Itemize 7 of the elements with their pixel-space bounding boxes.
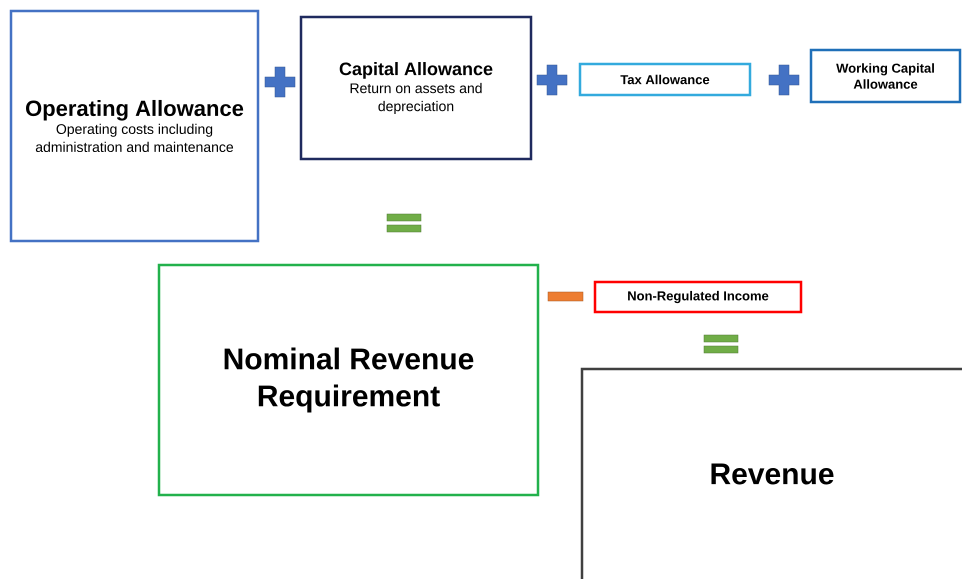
allowance-box: Operating Allowance Operating costs including administration and maintenance (10, 10, 260, 242)
income-box: Non-Regulated Income (594, 280, 802, 314)
revenue-box: Revenue (580, 368, 962, 579)
allowance-box: Tax Allowance (578, 62, 752, 96)
requirement-box: Nominal Revenue Requirement (158, 264, 540, 496)
allowance-box: Capital Allowance Return on assets and depreciation (300, 16, 532, 160)
allowance-box: Working Capital Allowance (810, 48, 962, 104)
